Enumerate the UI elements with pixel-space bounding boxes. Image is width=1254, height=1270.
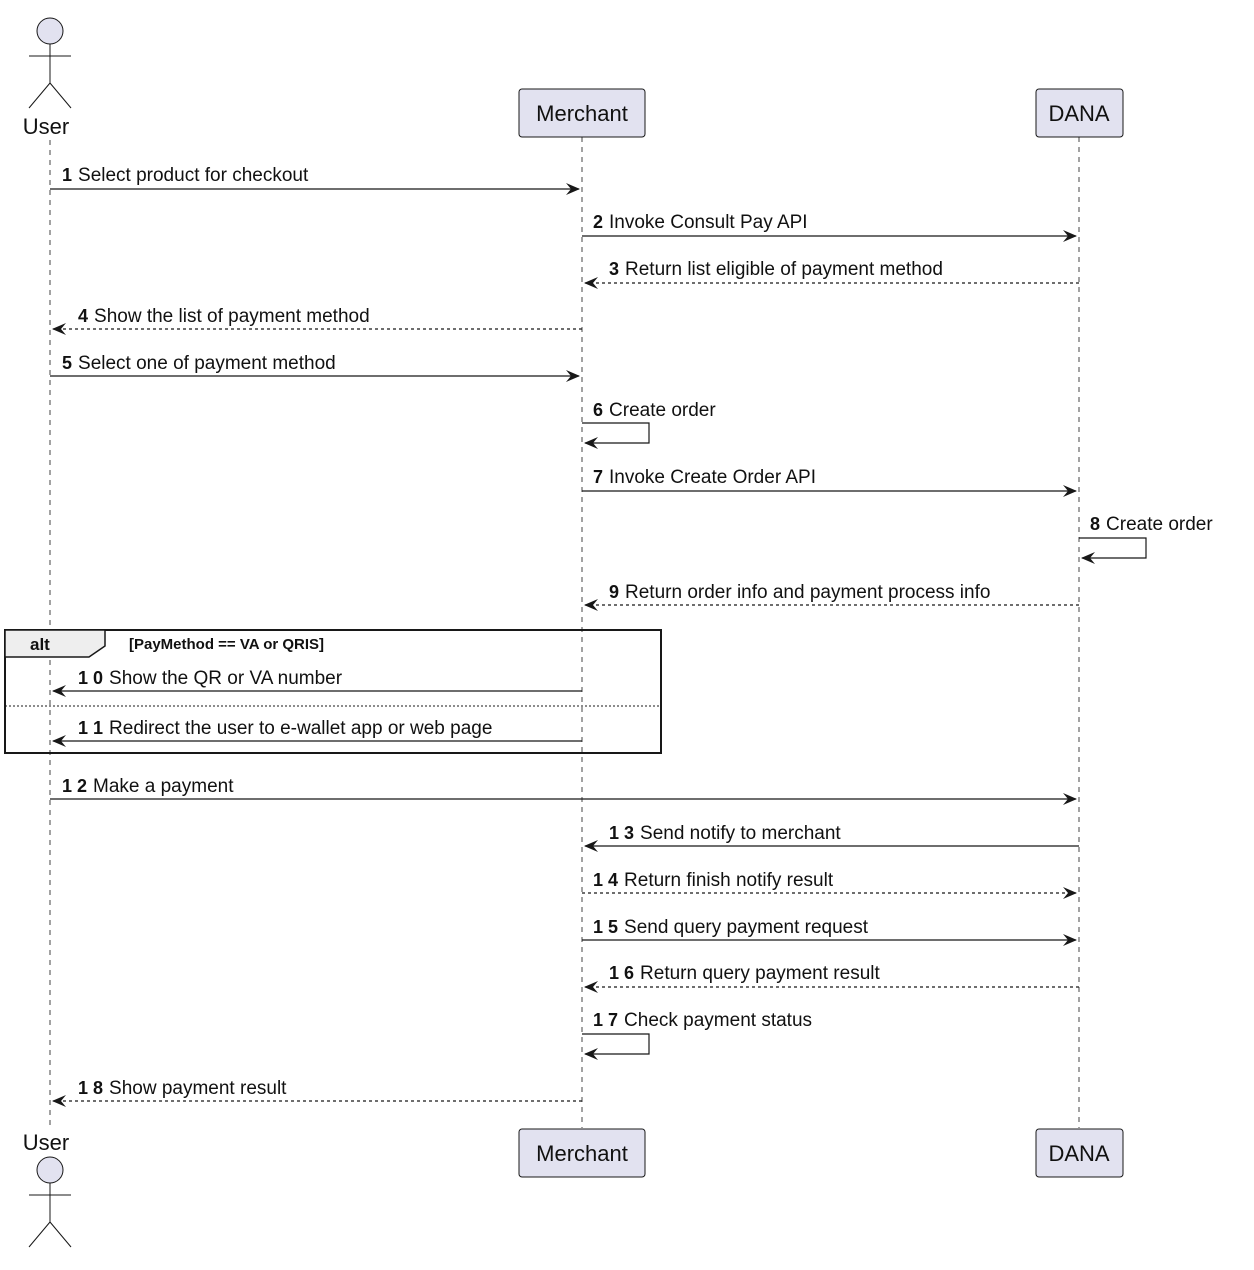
participant-dana-top: DANA — [1035, 88, 1124, 138]
message-label: Send notify to merchant — [640, 823, 841, 844]
message-label: Return query payment result — [640, 963, 880, 984]
message-8: 8 Create order — [1079, 514, 1213, 564]
message-6: 6 Create order — [582, 400, 716, 449]
message-10: 1 0 Show the QR or VA number — [52, 668, 582, 697]
message-15: 1 5 Send query payment request — [582, 917, 1077, 946]
message-label: Show the list of payment method — [94, 306, 370, 327]
participant-dana-label-top: DANA — [1048, 101, 1109, 126]
participant-user-label-top: User — [23, 114, 69, 139]
actor-user-top: User — [23, 17, 72, 139]
message-5: 5 Select one of payment method — [50, 353, 580, 382]
message-number: 4 — [78, 306, 88, 326]
message-number: 5 — [62, 353, 72, 373]
message-label: Send query payment request — [624, 917, 869, 938]
message-label: Create order — [609, 400, 716, 421]
message-16: 1 6 Return query payment result — [584, 963, 1079, 993]
message-number: 1 1 — [78, 718, 103, 738]
message-label: Select product for checkout — [78, 165, 309, 186]
participant-user-label-bottom: User — [23, 1130, 69, 1155]
message-label: Redirect the user to e-wallet app or web… — [109, 718, 492, 739]
message-label: Invoke Create Order API — [609, 467, 816, 488]
participant-merchant-top: Merchant — [518, 88, 646, 138]
message-number: 1 8 — [78, 1078, 103, 1098]
message-arrow — [582, 422, 650, 449]
message-1: 1 Select product for checkout — [50, 165, 580, 195]
message-2: 2 Invoke Consult Pay API — [582, 212, 1077, 242]
message-number: 3 — [609, 259, 619, 279]
participant-merchant-bottom: Merchant — [518, 1128, 646, 1178]
message-number: 1 — [62, 165, 72, 185]
message-label: Return list eligible of payment method — [625, 259, 943, 280]
message-7: 7 Invoke Create Order API — [582, 467, 1077, 497]
alt-condition: [PayMethod == VA or QRIS] — [129, 636, 324, 653]
message-arrow — [582, 1033, 650, 1060]
message-label: Select one of payment method — [78, 353, 336, 374]
message-number: 1 3 — [609, 823, 634, 843]
message-4: 4 Show the list of payment method — [52, 306, 582, 335]
message-number: 1 5 — [593, 917, 618, 937]
message-3: 3 Return list eligible of payment method — [584, 259, 1079, 289]
message-label: Return order info and payment process in… — [625, 582, 990, 603]
message-label: Check payment status — [624, 1010, 812, 1031]
message-number: 1 6 — [609, 963, 634, 983]
actor-head-icon — [36, 1156, 64, 1184]
message-14: 1 4 Return finish notify result — [582, 870, 1077, 899]
message-label: Show payment result — [109, 1078, 287, 1099]
alt-fragment: alt [PayMethod == VA or QRIS] — [4, 629, 662, 754]
message-arrow — [1079, 537, 1147, 564]
participant-merchant-label-bottom: Merchant — [536, 1141, 628, 1166]
alt-fragment-tab — [4, 629, 106, 658]
message-18: 1 8 Show payment result — [52, 1078, 582, 1107]
message-number: 8 — [1090, 514, 1100, 534]
participant-dana-label-bottom: DANA — [1048, 1141, 1109, 1166]
message-label: Invoke Consult Pay API — [609, 212, 808, 233]
message-number: 9 — [609, 582, 619, 602]
message-label: Create order — [1106, 514, 1213, 535]
actor-head-icon — [36, 17, 64, 45]
message-number: 1 7 — [593, 1010, 618, 1030]
alt-keyword: alt — [30, 635, 50, 654]
participant-dana-bottom: DANA — [1035, 1128, 1124, 1178]
actor-user-bottom: User — [23, 1130, 72, 1248]
message-11: 1 1 Redirect the user to e-wallet app or … — [52, 718, 582, 747]
message-number: 6 — [593, 400, 603, 420]
message-label: Make a payment — [93, 776, 234, 797]
message-17: 1 7 Check payment status — [582, 1010, 812, 1060]
message-number: 1 2 — [62, 776, 87, 796]
message-number: 1 4 — [593, 870, 618, 890]
message-label: Return finish notify result — [624, 870, 834, 891]
message-9: 9 Return order info and payment process i… — [584, 582, 1079, 611]
message-label: Show the QR or VA number — [109, 668, 343, 689]
message-13: 1 3 Send notify to merchant — [584, 823, 1079, 852]
message-12: 1 2 Make a payment — [50, 776, 1077, 805]
participant-merchant-label-top: Merchant — [536, 101, 628, 126]
message-number: 7 — [593, 467, 603, 487]
message-number: 1 0 — [78, 668, 103, 688]
message-number: 2 — [593, 212, 603, 232]
